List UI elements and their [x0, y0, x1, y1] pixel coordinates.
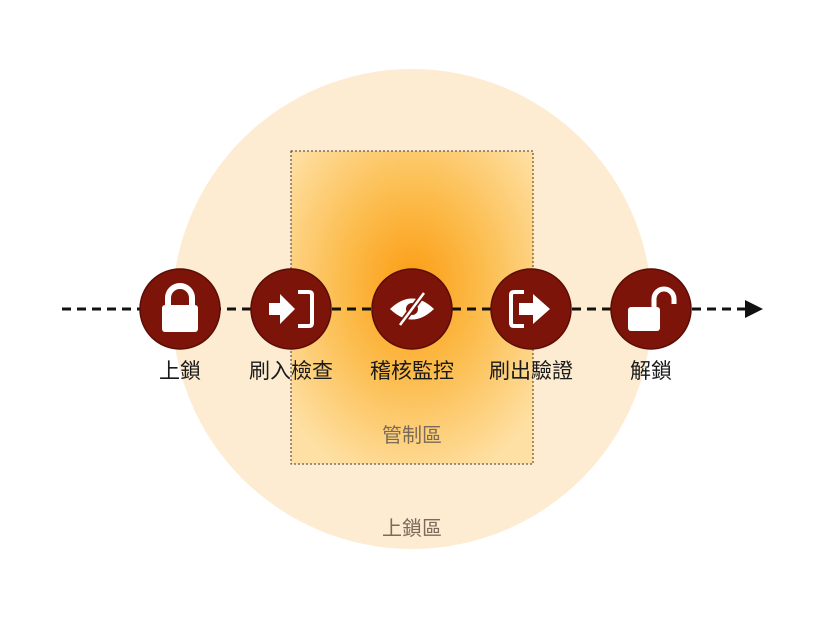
lock-closed-icon [162, 283, 198, 332]
step-label: 稽核監控 [370, 359, 454, 383]
control-zone-label: 管制區 [382, 423, 442, 447]
step-label: 刷入檢查 [249, 359, 333, 383]
lock-open-icon [628, 286, 677, 331]
step-label: 解鎖 [630, 359, 672, 383]
sign-in-icon [269, 290, 314, 328]
step-sign-out: 刷出驗證 [489, 268, 573, 383]
step-lock: 上鎖 [139, 268, 221, 383]
eye-slash-icon [390, 291, 434, 327]
lock-zone-label: 上鎖區 [382, 516, 442, 540]
step-label: 刷出驗證 [489, 359, 573, 383]
step-unlock: 解鎖 [610, 268, 692, 383]
sign-out-icon [509, 290, 550, 328]
step-audit: 稽核監控 [370, 268, 454, 383]
flow-arrow-head [745, 300, 763, 318]
step-label: 上鎖 [159, 359, 201, 383]
step-sign-in: 刷入檢查 [249, 268, 333, 383]
